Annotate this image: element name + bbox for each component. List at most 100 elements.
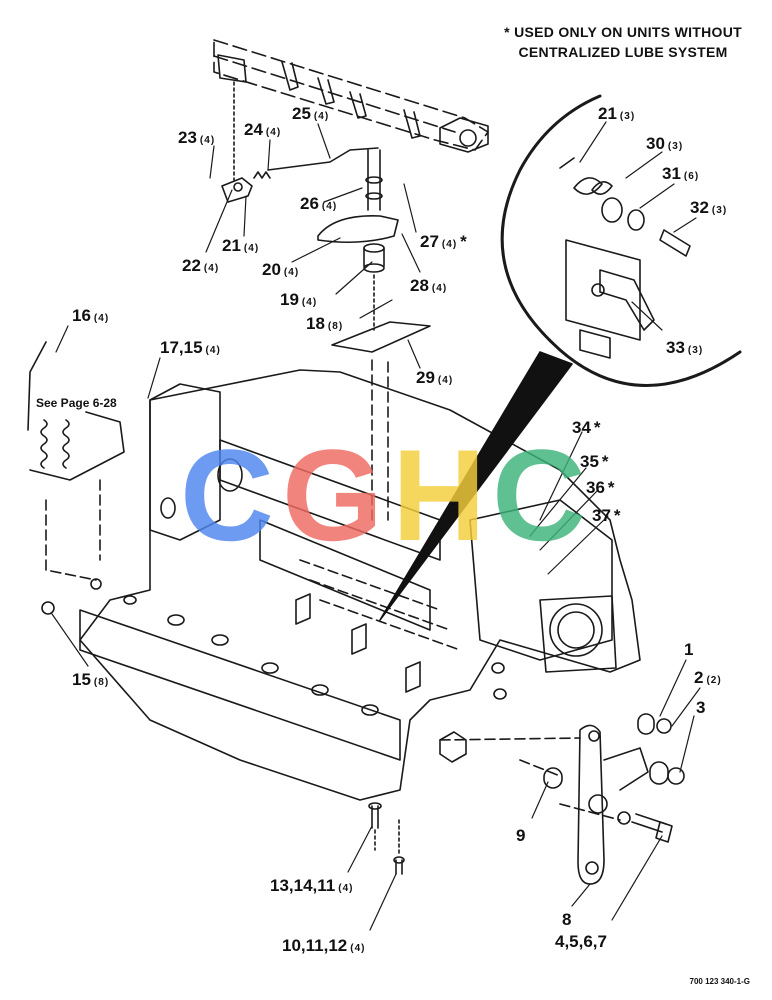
callout-asterisk: * [601, 452, 609, 471]
callout-number: 37 [592, 506, 611, 525]
bearing-housing [549, 603, 603, 657]
callout-15: 15(8) [72, 670, 109, 690]
callout-number: 1 [684, 640, 694, 659]
callout-quantity: (4) [205, 345, 221, 356]
see-page-reference: See Page 6-28 [36, 396, 117, 410]
callout-31: 31(6) [662, 164, 699, 184]
spring-pack [40, 419, 70, 469]
callout-quantity: (4) [338, 883, 354, 894]
callout-quantity: (4) [243, 243, 260, 254]
callout-asterisk: * [460, 232, 467, 251]
callout-21: 21(4) [222, 236, 259, 256]
arm-8 [577, 724, 605, 885]
crossbar-end-pin [439, 117, 489, 153]
crossbar-bracket [217, 54, 247, 83]
note-line-1: * USED ONLY ON UNITS WITHOUT [504, 24, 742, 40]
upright-post [371, 359, 389, 521]
callout-number: 26 [300, 194, 319, 213]
callout-29: 29(4) [416, 368, 453, 388]
callout-18: 18(8) [306, 314, 343, 334]
arm-bracket-left [439, 731, 467, 763]
callout-number: 22 [182, 256, 201, 275]
callout-8: 8 [562, 910, 571, 930]
callout-37: 37* [592, 506, 621, 526]
callout-quantity: (4) [321, 201, 338, 212]
callout-quantity: (4) [301, 297, 318, 308]
callout-number: 21 [598, 104, 617, 123]
callout-27: 27(4)* [420, 232, 467, 252]
callout-quantity: (3) [619, 111, 636, 122]
spacer-9 [543, 767, 563, 789]
arm-dashed [439, 737, 621, 821]
callout-number: 4,5,6,7 [555, 932, 607, 951]
callout-quantity: (8) [327, 321, 344, 332]
callout-number: 9 [516, 826, 526, 845]
watermark-letter-1: C [180, 422, 274, 568]
crossbar-tabs [281, 61, 421, 139]
bearing-flange [539, 595, 617, 673]
callout-24: 24(4) [244, 120, 281, 140]
callout-quantity: (4) [441, 239, 458, 250]
callout-number: 16 [72, 306, 91, 325]
inset-circle [500, 94, 742, 387]
callout-quantity: (4) [265, 127, 282, 138]
callout-28: 28(4) [410, 276, 447, 296]
callout-10-11-12: 10,11,12(4) [282, 936, 365, 956]
callout-asterisk: * [613, 506, 621, 525]
callout-21: 21(3) [598, 104, 635, 124]
callout-4-5-6-7: 4,5,6,7 [555, 932, 607, 952]
rod-end-22 [221, 177, 253, 203]
plate-29 [331, 321, 431, 353]
arm-plate [603, 747, 649, 791]
callout-number: 32 [690, 198, 709, 217]
callout-number: 13,14,11 [270, 876, 336, 895]
callout-number: 17,15 [160, 338, 203, 357]
callout-number: 10,11,12 [282, 936, 348, 955]
note-line-2: CENTRALIZED LUBE SYSTEM [518, 44, 728, 60]
callout-3: 3 [696, 698, 705, 718]
spacer-3 [649, 761, 669, 785]
inset-pointer [379, 351, 573, 621]
callout-number: 27 [420, 232, 439, 251]
callout-number: 19 [280, 290, 299, 309]
nut-15 [41, 601, 55, 615]
callout-quantity: (6) [683, 171, 700, 182]
callout-number: 24 [244, 120, 263, 139]
callout-quantity: (4) [313, 111, 330, 122]
callout-13-14-11: 13,14,11(4) [270, 876, 353, 896]
spring-24 [253, 171, 271, 179]
callout-36: 36* [586, 478, 615, 498]
callout-quantity: (8) [93, 677, 110, 688]
frame-front-rail [79, 609, 401, 761]
callout-35: 35* [580, 452, 609, 472]
callout-quantity: (3) [711, 205, 728, 216]
bushing-19 [363, 247, 385, 267]
watermark-letter-3: H [392, 422, 486, 568]
callout-number: 31 [662, 164, 681, 183]
callout-23: 23(4) [178, 128, 215, 148]
callout-number: 2 [694, 668, 704, 687]
middle-brackets [295, 593, 421, 693]
watermark: C G H C [180, 422, 586, 568]
figure-number: 700 123 340-1-G [689, 977, 751, 986]
callout-34: 34* [572, 418, 601, 438]
callout-1: 1 [684, 640, 693, 660]
callout-number: 8 [562, 910, 572, 929]
lube-system-note: * USED ONLY ON UNITS WITHOUT CENTRALIZED… [504, 22, 742, 62]
callout-number: 36 [586, 478, 605, 497]
callout-quantity: (4) [437, 375, 454, 386]
callout-17-15: 17,15(4) [160, 338, 221, 358]
callout-quantity: (4) [93, 313, 110, 324]
callout-26: 26(4) [300, 194, 337, 214]
cam-plate-20 [317, 215, 399, 244]
callout-20: 20(4) [262, 260, 299, 280]
frame-side-left [149, 383, 221, 541]
callout-asterisk: * [607, 478, 615, 497]
callout-22: 22(4) [182, 256, 219, 276]
watermark-letter-4: C [492, 422, 586, 568]
callout-number: 21 [222, 236, 241, 255]
callout-asterisk: * [593, 418, 601, 437]
callout-number: 3 [696, 698, 706, 717]
callout-number: 29 [416, 368, 435, 387]
